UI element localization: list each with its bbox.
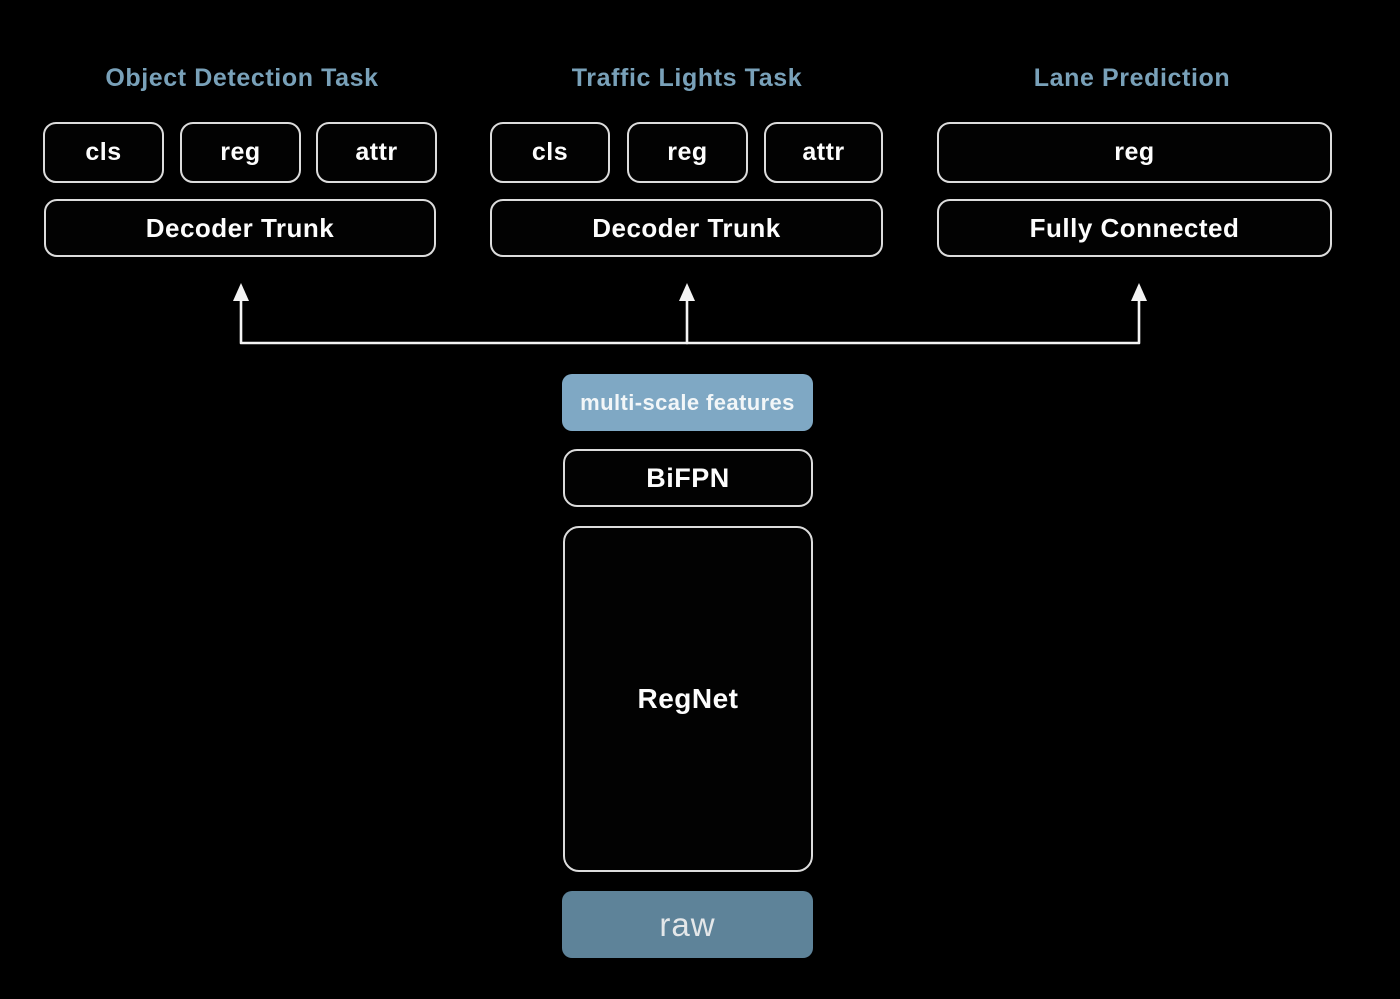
objdet-decoder-trunk-box: Decoder Trunk	[44, 199, 436, 257]
task-header-object-detection: Object Detection Task	[105, 64, 379, 92]
objdet-reg-box: reg	[180, 122, 301, 183]
regnet-box: RegNet	[563, 526, 813, 872]
traffic-decoder-trunk-box: Decoder Trunk	[490, 199, 883, 257]
task-header-traffic-lights: Traffic Lights Task	[571, 64, 803, 92]
raw-input-box: raw	[562, 891, 813, 958]
task-header-lane-prediction: Lane Prediction	[1033, 64, 1231, 92]
traffic-cls-box: cls	[490, 122, 610, 183]
traffic-attr-box: attr	[764, 122, 883, 183]
objdet-attr-box: attr	[316, 122, 437, 183]
bifpn-box: BiFPN	[563, 449, 813, 507]
multi-scale-features-box: multi-scale features	[562, 374, 813, 431]
traffic-reg-box: reg	[627, 122, 748, 183]
lane-reg-box: reg	[937, 122, 1332, 183]
objdet-cls-box: cls	[43, 122, 164, 183]
lane-fully-connected-box: Fully Connected	[937, 199, 1332, 257]
